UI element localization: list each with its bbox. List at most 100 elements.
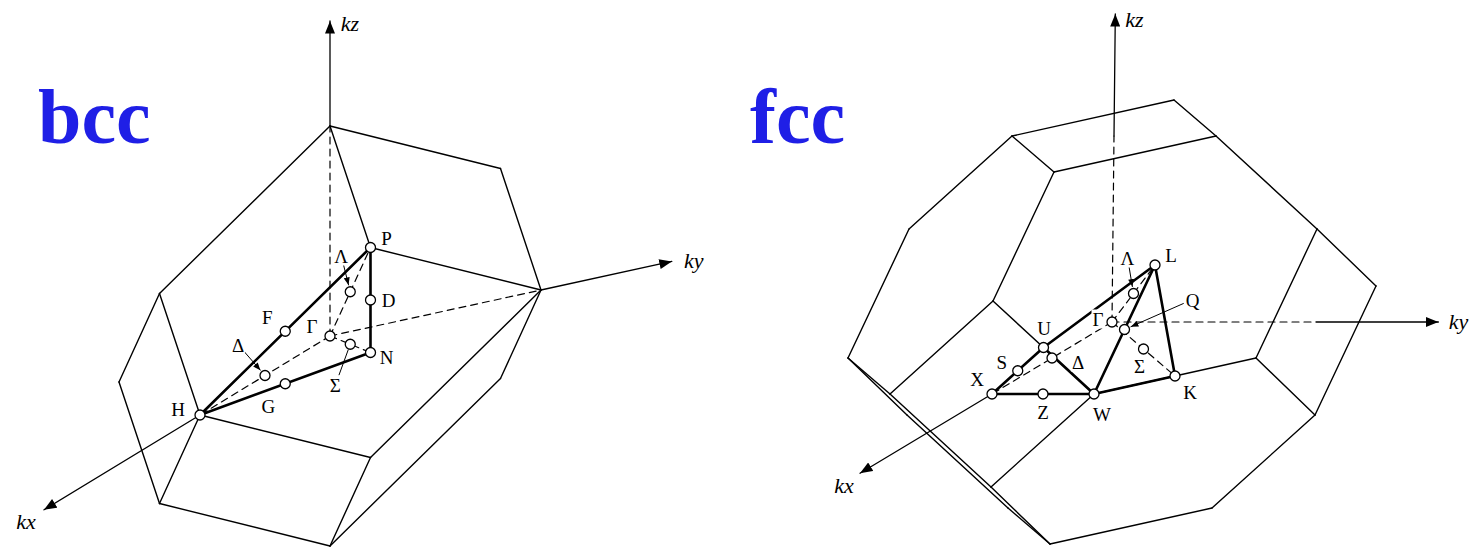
point-label: X — [969, 370, 985, 389]
zone-edge — [890, 394, 991, 487]
zone-edge — [160, 415, 201, 504]
axis-label: kx — [834, 475, 854, 497]
point-label: Γ — [1092, 310, 1105, 329]
interior-dashed-line — [329, 126, 330, 336]
symmetry-point — [1039, 343, 1049, 353]
point-label: Q — [1185, 290, 1201, 309]
panel-title: fcc — [750, 78, 845, 156]
zone-edge — [330, 126, 371, 248]
interior-dashed-line-group — [992, 136, 1316, 394]
symmetry-point — [1150, 260, 1160, 270]
zone-edge — [991, 394, 1094, 487]
symmetry-point — [366, 295, 376, 305]
leader-arrow-group — [245, 265, 1184, 370]
wedge-edge — [1044, 348, 1095, 395]
zone-edge — [501, 290, 542, 379]
zone-edge — [501, 169, 542, 291]
axis-line — [541, 261, 672, 290]
zone-edge — [330, 126, 501, 169]
zone-edge — [330, 379, 501, 547]
symmetry-point — [1170, 371, 1180, 381]
zone-edge — [848, 229, 909, 358]
symmetry-point — [325, 331, 335, 341]
symmetry-point — [366, 243, 376, 253]
symmetry-point — [195, 410, 205, 420]
zone-edge — [1094, 358, 1256, 394]
zone-edge — [907, 415, 1008, 508]
zone-edge — [890, 301, 993, 394]
axis-line — [860, 394, 992, 473]
point-label: H — [170, 400, 186, 419]
axis-line — [329, 21, 330, 126]
zone-edge — [1315, 286, 1376, 415]
axis-line — [44, 415, 200, 510]
symmetry-point — [366, 348, 376, 358]
zone-edge — [1256, 358, 1315, 415]
zone-edge — [1008, 508, 1050, 544]
symmetry-point — [1129, 289, 1139, 299]
symmetry-point — [1089, 389, 1099, 399]
axis-label: kx — [16, 511, 36, 533]
zone-edge-group — [119, 126, 541, 546]
leader-arrow — [245, 352, 261, 370]
point-label: G — [260, 396, 276, 415]
point-label: Σ — [329, 376, 342, 395]
axis-label: ky — [684, 250, 704, 272]
zone-edge — [330, 458, 371, 547]
point-label: P — [380, 228, 393, 247]
axis-label: kz — [1125, 9, 1143, 31]
point-label: Δ — [231, 335, 245, 354]
symmetry-point — [1120, 325, 1130, 335]
leader-arrow — [1129, 267, 1132, 286]
point-label: Λ — [1120, 248, 1136, 267]
symmetry-points — [195, 243, 1180, 421]
zone-edge — [200, 248, 371, 416]
leader-line-group — [339, 350, 348, 375]
point-label: N — [379, 347, 395, 366]
symmetry-point — [987, 389, 997, 399]
point-label: S — [995, 352, 1008, 371]
point-label: Δ — [1071, 353, 1085, 372]
point-label: D — [381, 291, 397, 310]
zone-edge — [1212, 415, 1315, 508]
wedge-edge — [1094, 265, 1155, 394]
zone-edge — [371, 290, 542, 458]
symmetry-point — [1013, 366, 1023, 376]
zone-edge — [993, 301, 1094, 394]
zone-edge — [1012, 136, 1054, 172]
leader-line — [339, 350, 348, 375]
zone-edge — [1050, 508, 1212, 544]
zone-edge — [119, 294, 160, 383]
zone-edge — [993, 172, 1054, 301]
wedge-edge — [200, 248, 371, 416]
interior-dashed-line-group — [200, 126, 541, 415]
zone-edge — [371, 248, 542, 291]
axis-line-group — [44, 14, 1438, 510]
zone-edge — [1256, 229, 1317, 358]
zone-edge — [200, 415, 371, 458]
leader-arrow — [344, 265, 349, 285]
axis-label: ky — [1449, 311, 1469, 333]
zone-edge — [909, 136, 1012, 229]
panel-title: bcc — [38, 78, 151, 156]
zone-edge — [160, 294, 201, 416]
symmetry-point — [345, 287, 355, 297]
zone-edge — [1012, 100, 1174, 136]
symmetry-point — [260, 371, 270, 381]
zone-edge — [1174, 100, 1216, 136]
zone-edge — [1317, 229, 1376, 286]
symmetry-point — [280, 326, 290, 336]
point-label: Σ — [1133, 357, 1146, 376]
axis-label: kz — [341, 13, 359, 35]
zone-edge — [160, 126, 331, 294]
zone-edge-group — [848, 100, 1376, 544]
interior-dashed-line — [992, 322, 1112, 394]
zone-edge — [991, 487, 1050, 544]
symmetry-point — [345, 339, 355, 349]
symmetry-point — [280, 379, 290, 389]
wedge-edge-group — [992, 265, 1175, 394]
point-label: U — [1036, 319, 1052, 338]
axis-line — [1114, 14, 1115, 136]
